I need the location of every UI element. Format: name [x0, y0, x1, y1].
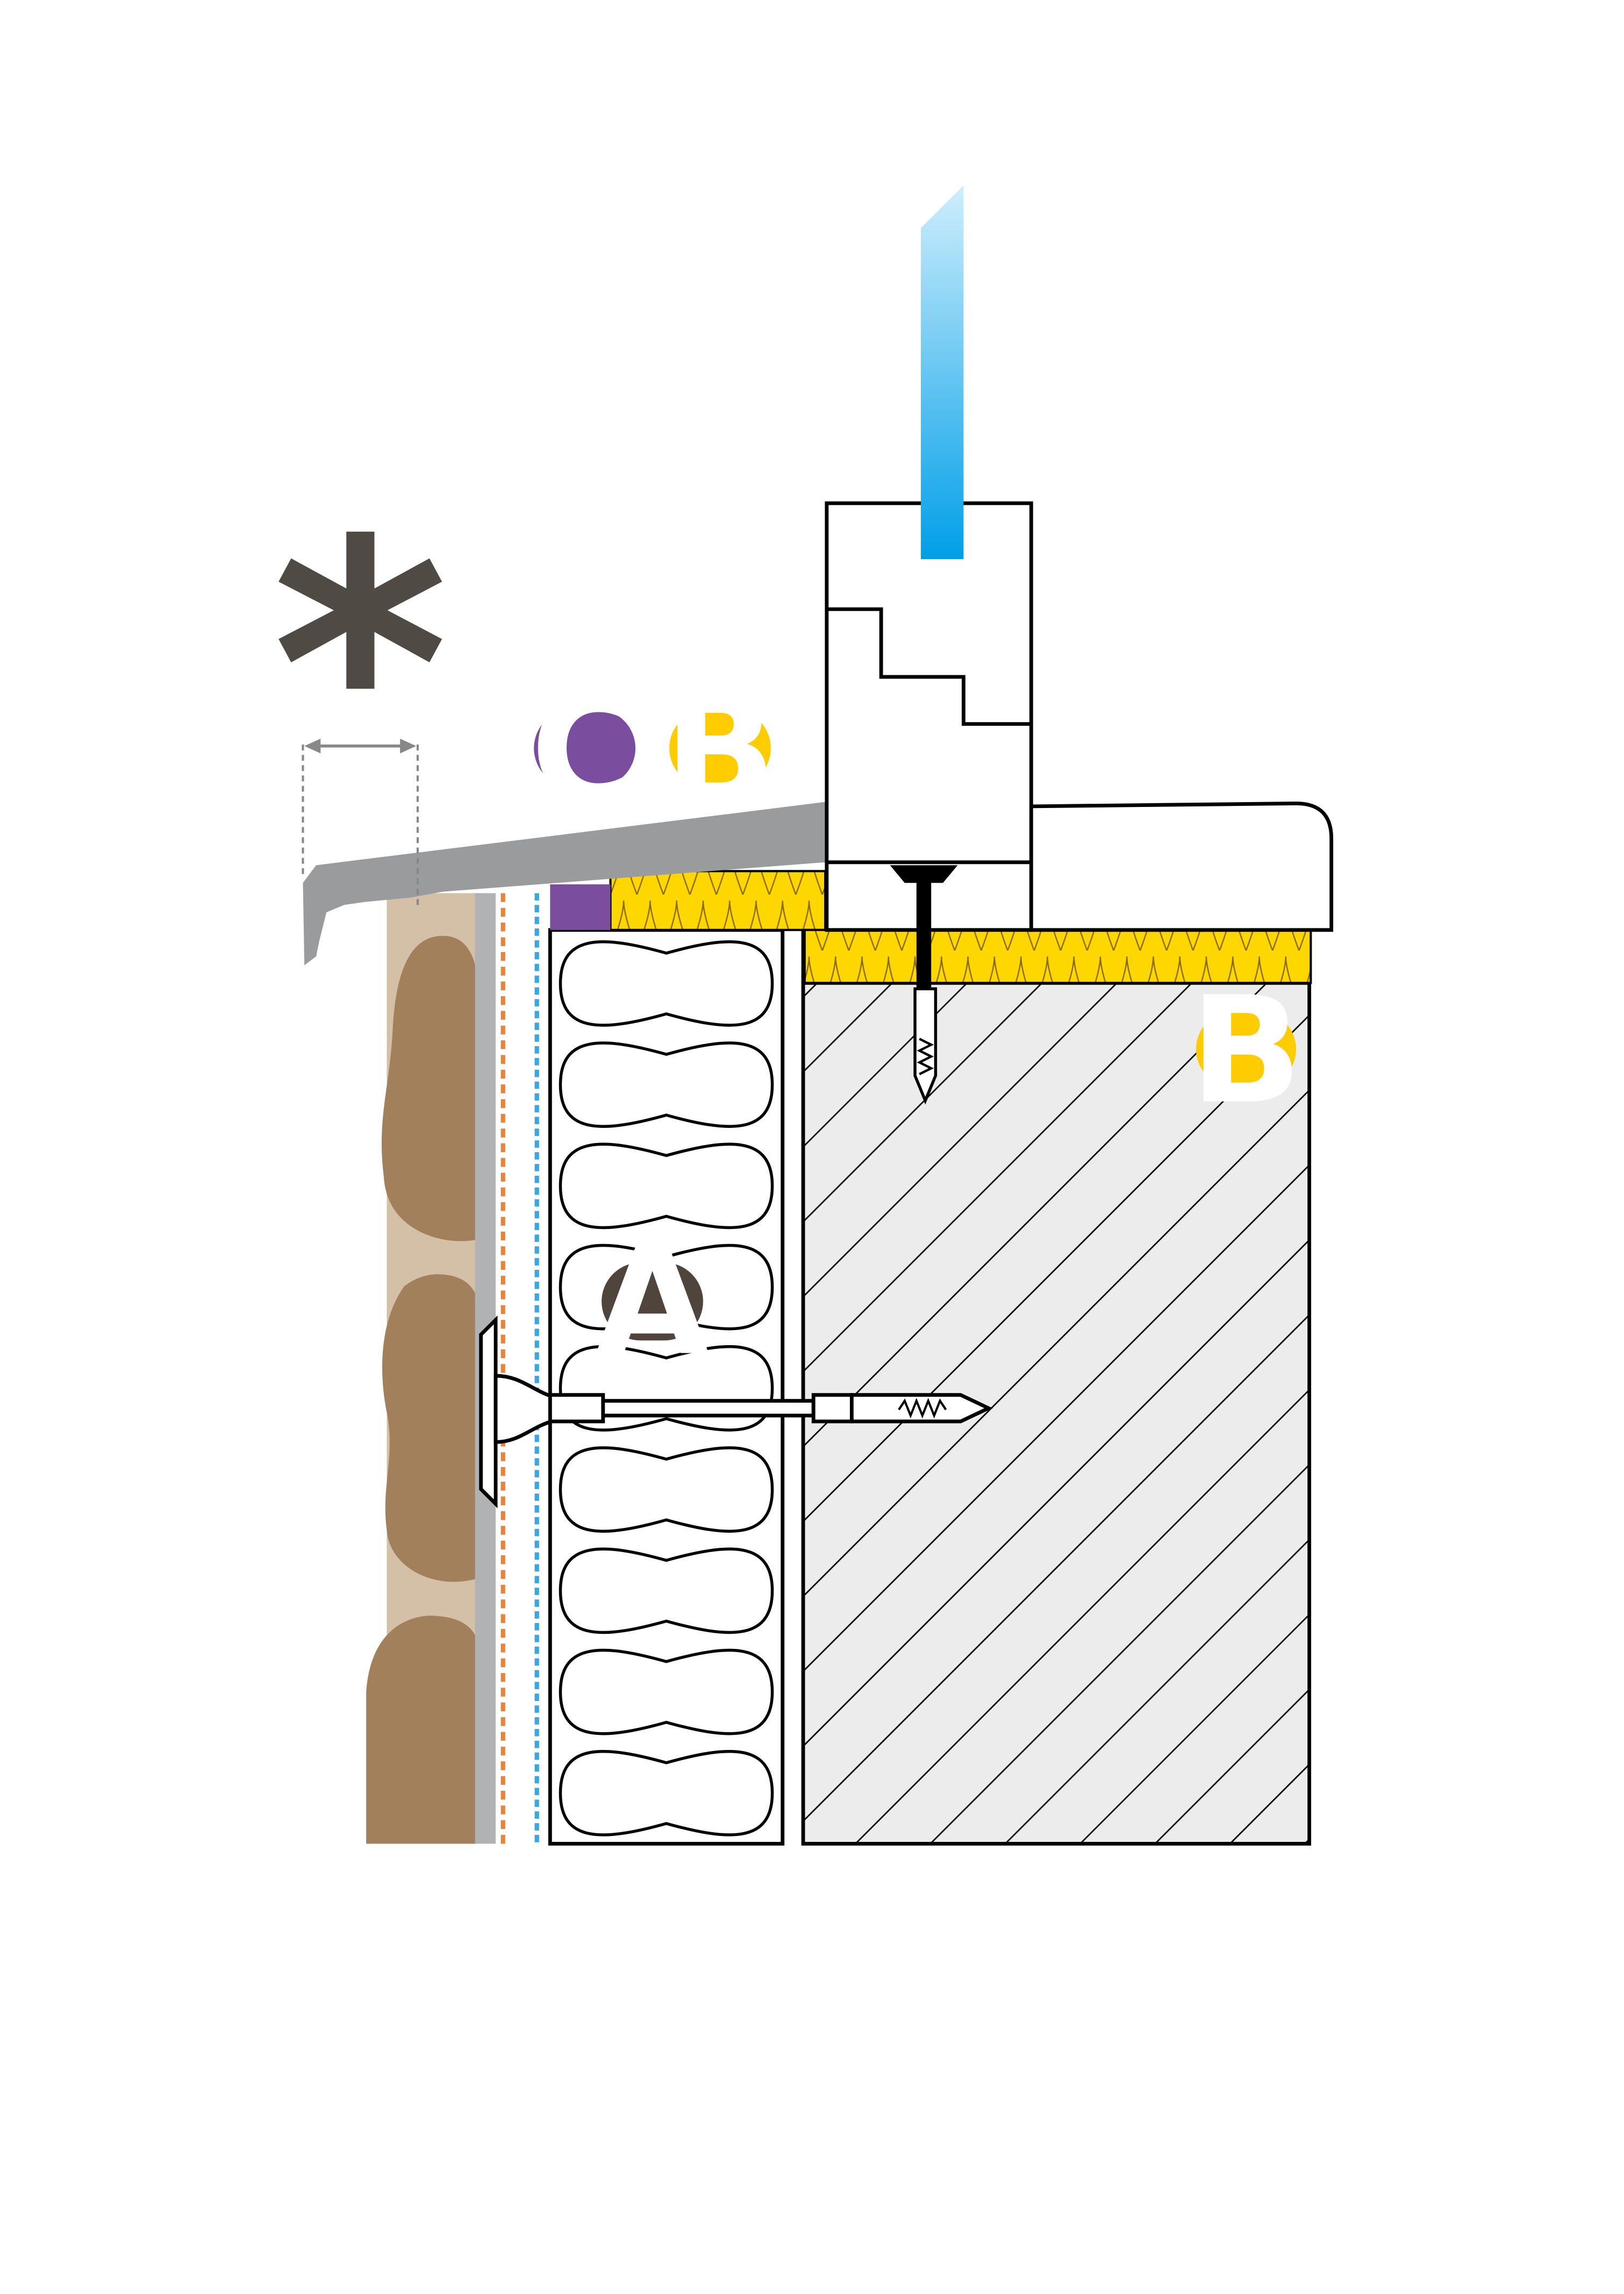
insulation-loop [559, 1446, 774, 1533]
badge-sealant-c-bg [534, 709, 636, 788]
sealant-strip [550, 884, 611, 930]
insulation-loop [559, 1142, 774, 1230]
anchor-plate [479, 1315, 498, 1509]
insulation-loop [559, 940, 774, 1027]
insulation-anchor-icon [479, 1315, 993, 1509]
anchor-cone [493, 1374, 554, 1444]
sealing-tape-lower [803, 928, 1312, 984]
insulation-layer [548, 928, 785, 1846]
window-frame [825, 501, 1334, 932]
badge-seal-b-bottom: B [1190, 965, 1303, 1137]
frame-screw-icon [890, 865, 958, 1105]
stone-facade [366, 893, 481, 1844]
badge-sealant-c-text: C [531, 664, 639, 836]
badge-seal-b-bottom-bg [1196, 1011, 1296, 1088]
insulation-loop [559, 1547, 774, 1634]
badge-seal-b-top-bg [669, 709, 771, 788]
badge-seal-b-top-text: B [664, 664, 776, 836]
badge-insulation-a: A [596, 1217, 711, 1388]
glass-pane [921, 185, 964, 560]
overhang-dimension: * [272, 469, 449, 905]
dimension-arrow-right [400, 738, 417, 754]
badge-insulation-a-bg [602, 1262, 703, 1341]
badge-seal-b-top: B [664, 664, 776, 836]
window-sill [303, 802, 826, 966]
window-frame-sash [825, 501, 1033, 864]
dimension-arrow-left [304, 738, 321, 754]
stone-block [382, 1274, 481, 1582]
badge-insulation-a-text: A [596, 1217, 711, 1388]
anchor-sleeve-inner [811, 1393, 854, 1424]
frame-screw-head [890, 865, 958, 989]
stone-block [366, 1616, 481, 1844]
frame-screw-thread [917, 1038, 934, 1075]
insulation-loop [559, 1750, 774, 1836]
insulation-loop [559, 1648, 774, 1735]
dimension-asterisk: * [272, 469, 449, 863]
anchor-sleeve-outer [548, 1393, 605, 1424]
window-frame-rebate [826, 607, 1032, 726]
stone-block [381, 935, 481, 1241]
anchor-thread [898, 1398, 947, 1419]
anchor-shaft [601, 1399, 815, 1418]
badge-sealant-c: C [531, 664, 639, 836]
interior-window-board [1029, 801, 1334, 932]
sealing-tape-upper [609, 870, 827, 931]
badge-seal-b-bottom-text: B [1190, 965, 1303, 1137]
insulation-loop-group [559, 940, 774, 1836]
insulation-loop [559, 1041, 774, 1128]
